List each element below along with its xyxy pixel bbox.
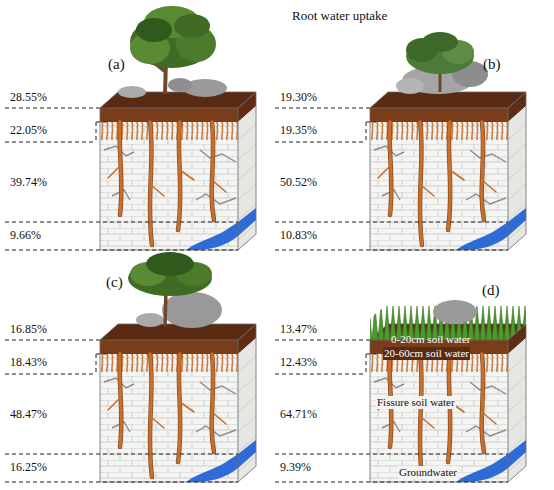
percentage-value: 19.35% [280,124,317,138]
percentage-value: 16.25% [10,461,47,475]
percentage-value: 18.43% [10,356,47,370]
percentage-value: 39.74% [10,176,47,190]
percentage-value: 22.05% [10,124,47,138]
panel-letter: (c) [106,274,123,291]
layer-label: Groundwater [398,466,458,479]
percentage-value: 28.55% [10,91,47,105]
percentage-value: 19.30% [280,91,317,105]
layer-label: Fissure soil water [376,396,456,409]
percentage-value: 50.52% [280,176,317,190]
figure-title: Root water uptake [292,9,387,24]
panel-letter: (b) [483,56,501,73]
panel-letter: (d) [482,282,500,299]
percentage-value: 9.39% [280,461,311,475]
percentage-value: 48.47% [10,408,47,422]
percentage-value: 64.71% [280,408,317,422]
layer-label: 0-20cm soil water [390,333,471,346]
percentage-value: 9.66% [10,229,41,243]
percentage-value: 16.85% [10,323,47,337]
panel-letter: (a) [108,56,125,73]
percentage-value: 12.43% [280,356,317,370]
percentage-value: 10.83% [280,229,317,243]
percentage-value: 13.47% [280,323,317,337]
layer-label: 20-60cm soil water [383,347,470,360]
